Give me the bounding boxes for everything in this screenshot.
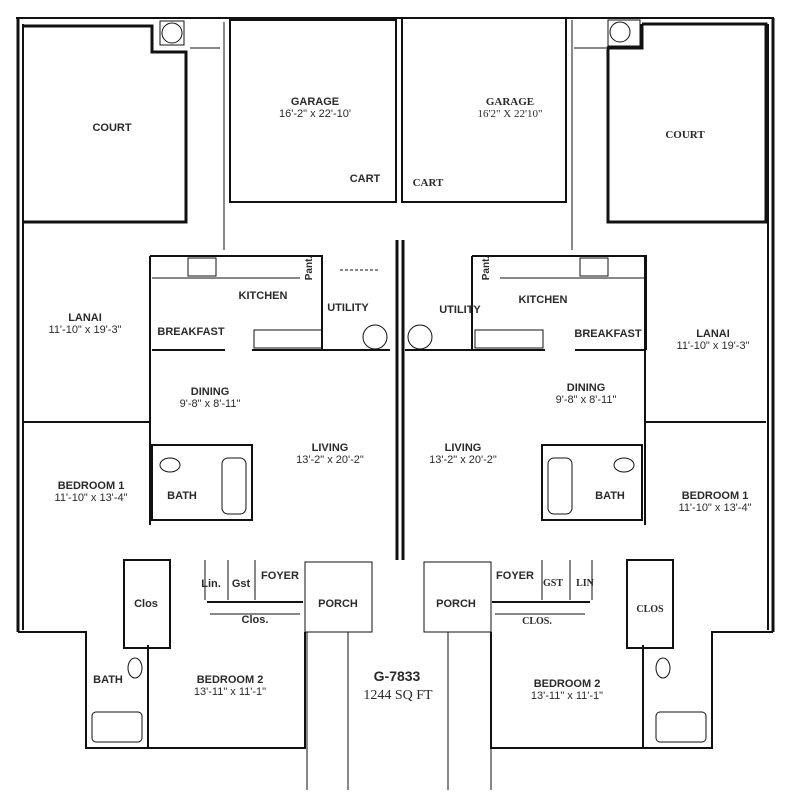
left-utility-label: UTILITY xyxy=(327,302,369,314)
left-linen-label: Lin. xyxy=(201,578,221,590)
right-foyer-label: FOYER xyxy=(496,570,534,582)
right-pantry-label: Pant. xyxy=(481,255,492,281)
left-bath1-label: BATH xyxy=(167,490,197,502)
right-kitchen-label: KITCHEN xyxy=(518,294,568,306)
left-closet2-label: Clos. xyxy=(241,614,269,626)
left-breakfast-label: BREAKFAST xyxy=(157,326,225,338)
right-porch-label: PORCH xyxy=(436,598,476,610)
left-bath2-label: BATH xyxy=(93,674,123,686)
right-closet1-label: CLOS xyxy=(636,604,664,615)
right-court-label: COURT xyxy=(665,129,705,141)
right-breakfast-label: BREAKFAST xyxy=(574,328,642,340)
left-foyer-label: FOYER xyxy=(261,570,299,582)
left-guest-label: Gst xyxy=(231,578,251,590)
left-court-label: COURT xyxy=(92,122,132,134)
right-bath1-label: BATH xyxy=(595,490,625,502)
left-cart-label: CART xyxy=(349,173,381,185)
right-closet2-label: CLOS. xyxy=(522,616,552,627)
plan-area: 1244 SQ FT xyxy=(363,688,433,703)
left-closet1-label: Clos xyxy=(134,598,158,610)
right-guest-label: GST xyxy=(542,578,563,589)
right-cart-label: CART xyxy=(412,177,444,189)
left-pantry-label: Pant. xyxy=(304,255,315,281)
right-linen-label: LIN xyxy=(576,578,594,589)
plan-model-code: G-7833 xyxy=(373,668,421,684)
left-porch-label: PORCH xyxy=(318,598,358,610)
right-utility-label: UTILITY xyxy=(439,304,481,316)
left-kitchen-label: KITCHEN xyxy=(238,290,288,302)
